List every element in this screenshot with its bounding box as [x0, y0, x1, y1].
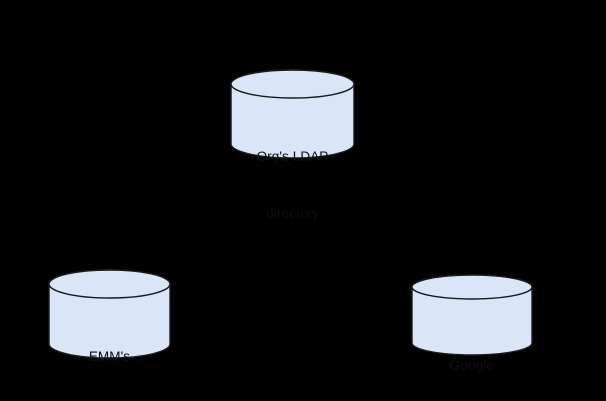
- cylinder-top-cap: [48, 269, 171, 299]
- cylinder-shape-emm: [48, 269, 171, 359]
- cylinder-shape-google: [411, 274, 533, 356]
- node-ldap-directory[interactable]: Org's LDAP directory: [230, 69, 355, 221]
- node-emm-database[interactable]: EMM's database: [48, 269, 171, 364]
- node-label-google-line-1: Google: [449, 358, 495, 373]
- node-google[interactable]: Google: [411, 274, 533, 373]
- cylinder-top-cap: [411, 274, 533, 300]
- cylinder-top-cap: [230, 69, 355, 99]
- node-label-ldap-line-2: directory: [266, 206, 319, 221]
- cylinder-shape-ldap: [230, 69, 355, 159]
